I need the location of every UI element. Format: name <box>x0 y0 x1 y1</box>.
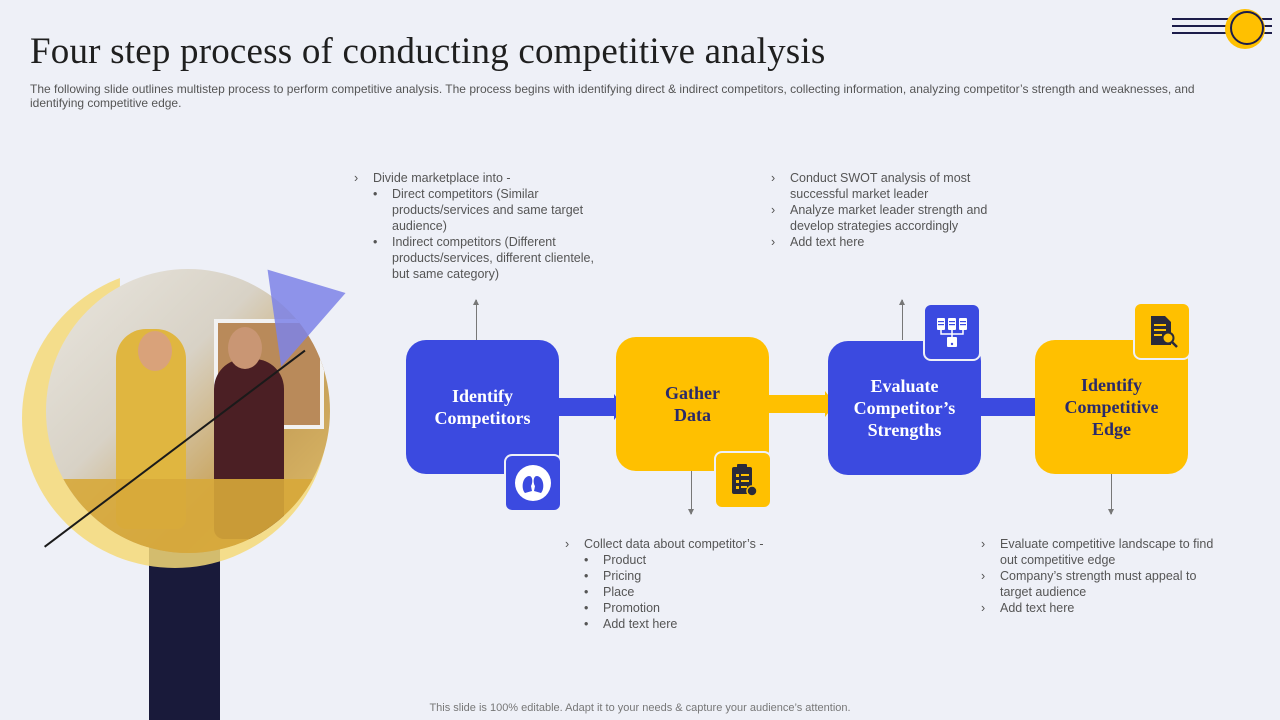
slide-subtitle: The following slide outlines multistep p… <box>30 82 1195 110</box>
step3-note-line: Add text here <box>790 235 865 249</box>
step3-note-line: Conduct SWOT analysis of most successful… <box>790 171 971 201</box>
user-conversation-icon <box>504 454 562 512</box>
decorative-lines <box>1172 18 1272 38</box>
step-box-gather-data: Gather Data <box>616 337 769 471</box>
step-label: Identify Competitors <box>434 386 531 428</box>
step-box-identify-competitors: Identify Competitors <box>406 340 559 474</box>
step1-note-line: Indirect competitors (Different products… <box>392 235 594 281</box>
document-search-icon <box>1133 302 1191 360</box>
step-label: Identify Competitive Edge <box>1064 375 1159 439</box>
connector-arrow <box>766 391 835 417</box>
step4-note-line: Add text here <box>1000 601 1075 615</box>
decorative-triangle <box>267 259 355 367</box>
step4-down-arrow <box>1108 474 1114 515</box>
step1-note-line: Direct competitors (Similar products/ser… <box>392 187 584 233</box>
step1-notes: ›Divide marketplace into - •Direct compe… <box>354 171 594 281</box>
step-label: Evaluate Competitor’s Strengths <box>853 376 956 440</box>
step2-note-line: Promotion <box>603 601 660 615</box>
step4-note-line: Evaluate competitive landscape to find o… <box>1000 537 1214 567</box>
slide-footer: This slide is 100% editable. Adapt it to… <box>429 702 851 714</box>
step4-notes: ›Evaluate competitive landscape to find … <box>981 537 1214 615</box>
decorative-ring <box>1230 11 1264 45</box>
connector-arrow <box>555 394 624 420</box>
step3-notes: ›Conduct SWOT analysis of most successfu… <box>771 171 988 249</box>
step-label: Gather Data <box>665 383 720 425</box>
step-box-identify-edge: Identify Competitive Edge <box>1035 340 1188 474</box>
server-network-icon <box>923 303 981 361</box>
connector-arrow <box>978 394 1045 420</box>
step1-note-line: Divide marketplace into - <box>373 171 511 185</box>
step2-note-line: Pricing <box>603 569 642 583</box>
decorative-post <box>149 540 220 720</box>
slide-title: Four step process of conducting competit… <box>30 31 826 72</box>
step2-notes: ›Collect data about competitor’s - •Prod… <box>565 537 764 631</box>
step-box-evaluate-strengths: Evaluate Competitor’s Strengths <box>828 341 981 475</box>
step2-note-line: Add text here <box>603 617 678 631</box>
step4-note-line: Company’s strength must appeal to target… <box>1000 569 1197 599</box>
step2-note-line: Collect data about competitor’s - <box>584 537 764 551</box>
clipboard-gear-icon <box>714 451 772 509</box>
step2-note-line: Place <box>603 585 635 599</box>
step2-note-line: Product <box>603 553 647 567</box>
step2-down-arrow <box>688 470 694 515</box>
step3-note-line: Analyze market leader strength and devel… <box>790 203 988 233</box>
step3-up-arrow <box>899 299 905 340</box>
team-discussion-photo <box>46 269 330 553</box>
step1-up-arrow <box>473 299 479 340</box>
